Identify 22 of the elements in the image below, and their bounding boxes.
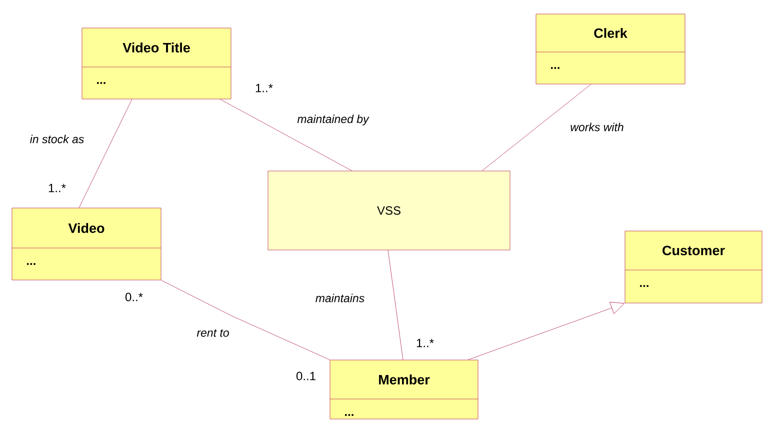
association-line bbox=[220, 99, 352, 171]
edge-label: rent to bbox=[196, 328, 230, 338]
generalization-arrow bbox=[468, 302, 625, 360]
multiplicity-label: 0..* bbox=[125, 292, 143, 302]
edge-label: in stock as bbox=[28, 134, 86, 144]
multiplicity-label: 1..* bbox=[416, 338, 434, 348]
edge-label: works with bbox=[569, 122, 625, 132]
multiplicity-label: 1..* bbox=[48, 184, 66, 192]
edge-label: maintained by bbox=[296, 114, 370, 126]
multiplicity-label: 0..1 bbox=[296, 372, 316, 380]
multiplicity-label: 1..* bbox=[256, 84, 273, 92]
class-box: Customer ... bbox=[624, 230, 762, 304]
class-box: Video Title ... bbox=[82, 28, 232, 100]
edge-label: maintains bbox=[314, 292, 366, 304]
class-box: Clerk ... bbox=[536, 14, 686, 84]
association-line bbox=[388, 250, 404, 360]
association-line bbox=[482, 84, 592, 171]
system-box: VSS bbox=[268, 170, 510, 250]
association-line bbox=[161, 280, 330, 360]
association-line bbox=[78, 99, 132, 208]
class-box: Member ... bbox=[330, 360, 478, 420]
class-box: Video ... bbox=[12, 208, 162, 280]
